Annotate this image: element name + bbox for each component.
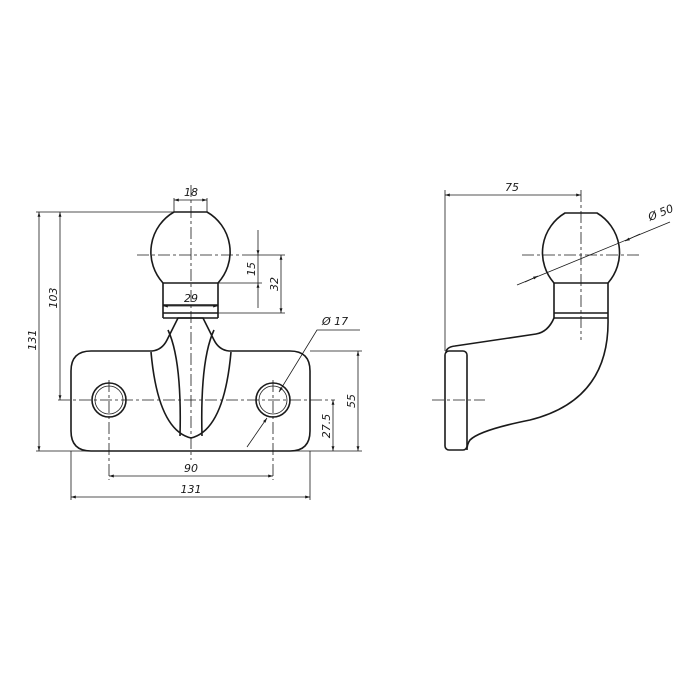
- dim-131-vertical: 131: [26, 330, 39, 351]
- dim-27-5: 27.5: [320, 414, 333, 439]
- dim-103: 103: [47, 288, 60, 309]
- ball: [150, 211, 231, 284]
- arm-profile: [445, 317, 609, 451]
- dim-diameter-17: Ø 17: [321, 315, 348, 328]
- dim-55: 55: [345, 394, 358, 408]
- dim-29: 29: [184, 292, 198, 305]
- mounting-flange: [444, 350, 468, 451]
- side-neck: [553, 283, 609, 319]
- front-view: 18 131 103 15 32 29 Ø 17 55 27.5 90 131: [26, 185, 362, 500]
- side-ball: [541, 212, 621, 284]
- dim-90: 90: [184, 462, 198, 475]
- dim-131-horizontal: 131: [181, 483, 202, 496]
- dim-32: 32: [268, 277, 281, 291]
- dim-18: 18: [184, 186, 198, 199]
- side-view: 75 Ø 50: [432, 181, 675, 451]
- dim-diameter-50: Ø 50: [645, 202, 675, 224]
- dim-75: 75: [505, 181, 519, 194]
- plate-outline: [70, 317, 311, 452]
- dim-15: 15: [245, 262, 258, 276]
